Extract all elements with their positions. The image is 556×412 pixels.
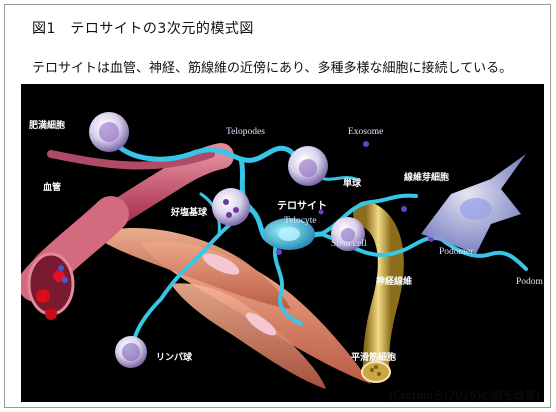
label-podom: Podom — [516, 277, 544, 287]
eosinophil-cell — [212, 188, 250, 226]
monocyte-cell — [288, 146, 328, 186]
figure-title: 図1 テロサイトの3次元的模式図 — [32, 18, 254, 38]
label-telopodes: Telopodes — [226, 127, 265, 137]
lymphocyte-cell — [115, 336, 147, 368]
label-telocyte-jp: テロサイト — [277, 200, 327, 212]
figure-source: (Cretoiuら(2016)の図を改変) — [389, 387, 540, 403]
label-stem-cell: Stem cell — [331, 239, 367, 249]
adipocyte-cell — [89, 112, 129, 152]
label-exosome: Exosome — [348, 127, 383, 137]
label-telocyte-en: Telocyte — [284, 216, 317, 226]
label-eosinophil: 好塩基球 — [170, 206, 208, 218]
figure-caption: テロサイトは血管、神経、筋線維の近傍にあり、多種多様な細胞に接続している。 — [32, 57, 512, 76]
label-fibroblast: 線維芽細胞 — [404, 171, 449, 183]
figure-frame: 図1 テロサイトの3次元的模式図 テロサイトは血管、神経、筋線維の近傍にあり、多… — [4, 4, 551, 408]
telocyte-illustration: 肥満細胞 血管 Telopodes Exosome 単球 線維芽細胞 好塩基球 … — [21, 84, 544, 402]
label-blood-vessel: 血管 — [43, 181, 61, 193]
label-adipocyte: 肥満細胞 — [29, 119, 65, 131]
label-nerve-fiber: 神経線維 — [376, 275, 412, 287]
label-smooth-muscle: 平滑筋細胞 — [351, 351, 396, 363]
label-lymphocyte: リンパ球 — [156, 351, 193, 363]
label-monocyte: 単球 — [343, 177, 362, 189]
label-podomer: Podomer — [439, 247, 474, 257]
